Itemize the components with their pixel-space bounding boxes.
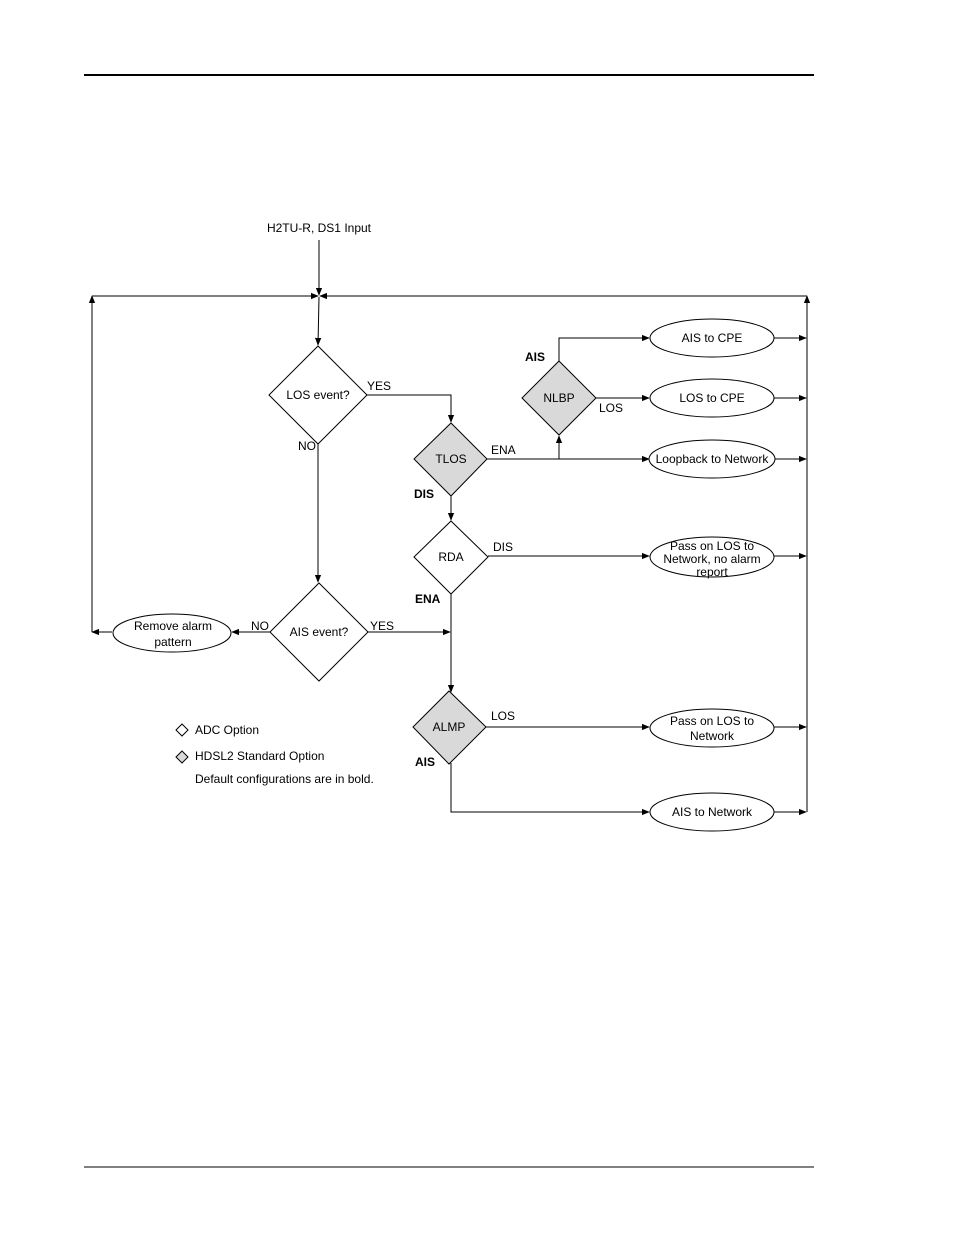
decision-ais-event: AIS event?	[269, 582, 369, 682]
hdsl2-option-swatch	[175, 750, 189, 764]
remove-alarm-line-2: pattern	[154, 635, 191, 649]
pass-network-line-1: Pass on LOS to	[670, 714, 754, 728]
nlbp-ais-line	[558, 334, 650, 361]
tlos-label: TLOS	[435, 452, 466, 466]
tlos-ena-label: ENA	[491, 443, 516, 457]
tlos-dis-label: DIS	[414, 487, 434, 501]
los-no-label: NO	[298, 439, 316, 453]
hdsl2-option-label: HDSL2 Standard Option	[195, 749, 324, 763]
los-yes-label: YES	[367, 379, 391, 393]
pass-no-alarm-line-3: report	[696, 565, 728, 579]
outcome-ais-to-network: AIS to Network	[649, 792, 775, 832]
remove-alarm-line-1: Remove alarm	[134, 619, 212, 633]
bus-to-los	[314, 296, 322, 346]
pass-no-alarm-line-2: Network, no alarm	[663, 552, 760, 566]
loopback-label: Loopback to Network	[656, 452, 770, 466]
decision-rda: RDA	[413, 520, 489, 595]
nlbp-los-label: LOS	[599, 401, 623, 415]
ais-no-label: NO	[251, 619, 269, 633]
outcome-pass-los-no-alarm: Pass on LOS to Network, no alarm report	[649, 536, 775, 579]
los-yes-line	[367, 394, 455, 423]
pass-no-alarm-line-1: Pass on LOS to	[670, 539, 754, 553]
outcome-los-to-cpe: LOS to CPE	[649, 378, 775, 418]
decision-tlos: TLOS	[413, 422, 488, 497]
ais-event-label: AIS event?	[290, 625, 349, 639]
outcome-pass-los-network: Pass on LOS to Network	[649, 708, 775, 748]
almp-los-label: LOS	[491, 709, 515, 723]
almp-ais-line	[450, 763, 650, 816]
legend-note: Default configurations are in bold.	[195, 772, 374, 786]
nlbp-label: NLBP	[543, 391, 574, 405]
ais-to-network-label: AIS to Network	[672, 805, 753, 819]
pass-network-line-2: Network	[690, 729, 735, 743]
los-to-cpe-label: LOS to CPE	[679, 391, 744, 405]
nlbp-ais-label: AIS	[525, 350, 545, 364]
outcome-remove-alarm-pattern: Remove alarm pattern	[112, 613, 232, 653]
adc-option-swatch	[175, 723, 189, 737]
rda-dis-label: DIS	[493, 540, 513, 554]
ais-to-cpe-label: AIS to CPE	[682, 331, 743, 345]
ais-yes-label: YES	[370, 619, 394, 633]
rda-ena-label: ENA	[415, 592, 441, 606]
los-event-label: LOS event?	[286, 388, 350, 402]
edge-labels: YES NO YES NO ENA DIS AIS LOS DIS ENA LO…	[251, 350, 623, 769]
adc-option-label: ADC Option	[195, 723, 259, 737]
almp-label: ALMP	[433, 720, 466, 734]
rda-label: RDA	[438, 550, 463, 564]
decision-los-event: LOS event?	[268, 345, 368, 445]
decision-almp: ALMP	[412, 690, 487, 765]
legend: ADC Option HDSL2 Standard Option Default…	[175, 723, 374, 786]
input-label: H2TU-R, DS1 Input	[267, 221, 372, 235]
decision-nlbp: NLBP	[521, 360, 597, 436]
almp-ais-label: AIS	[415, 755, 435, 769]
outcome-loopback-to-network: Loopback to Network	[648, 439, 776, 479]
outcome-ais-to-cpe: AIS to CPE	[649, 318, 775, 358]
connectors	[88, 240, 811, 816]
